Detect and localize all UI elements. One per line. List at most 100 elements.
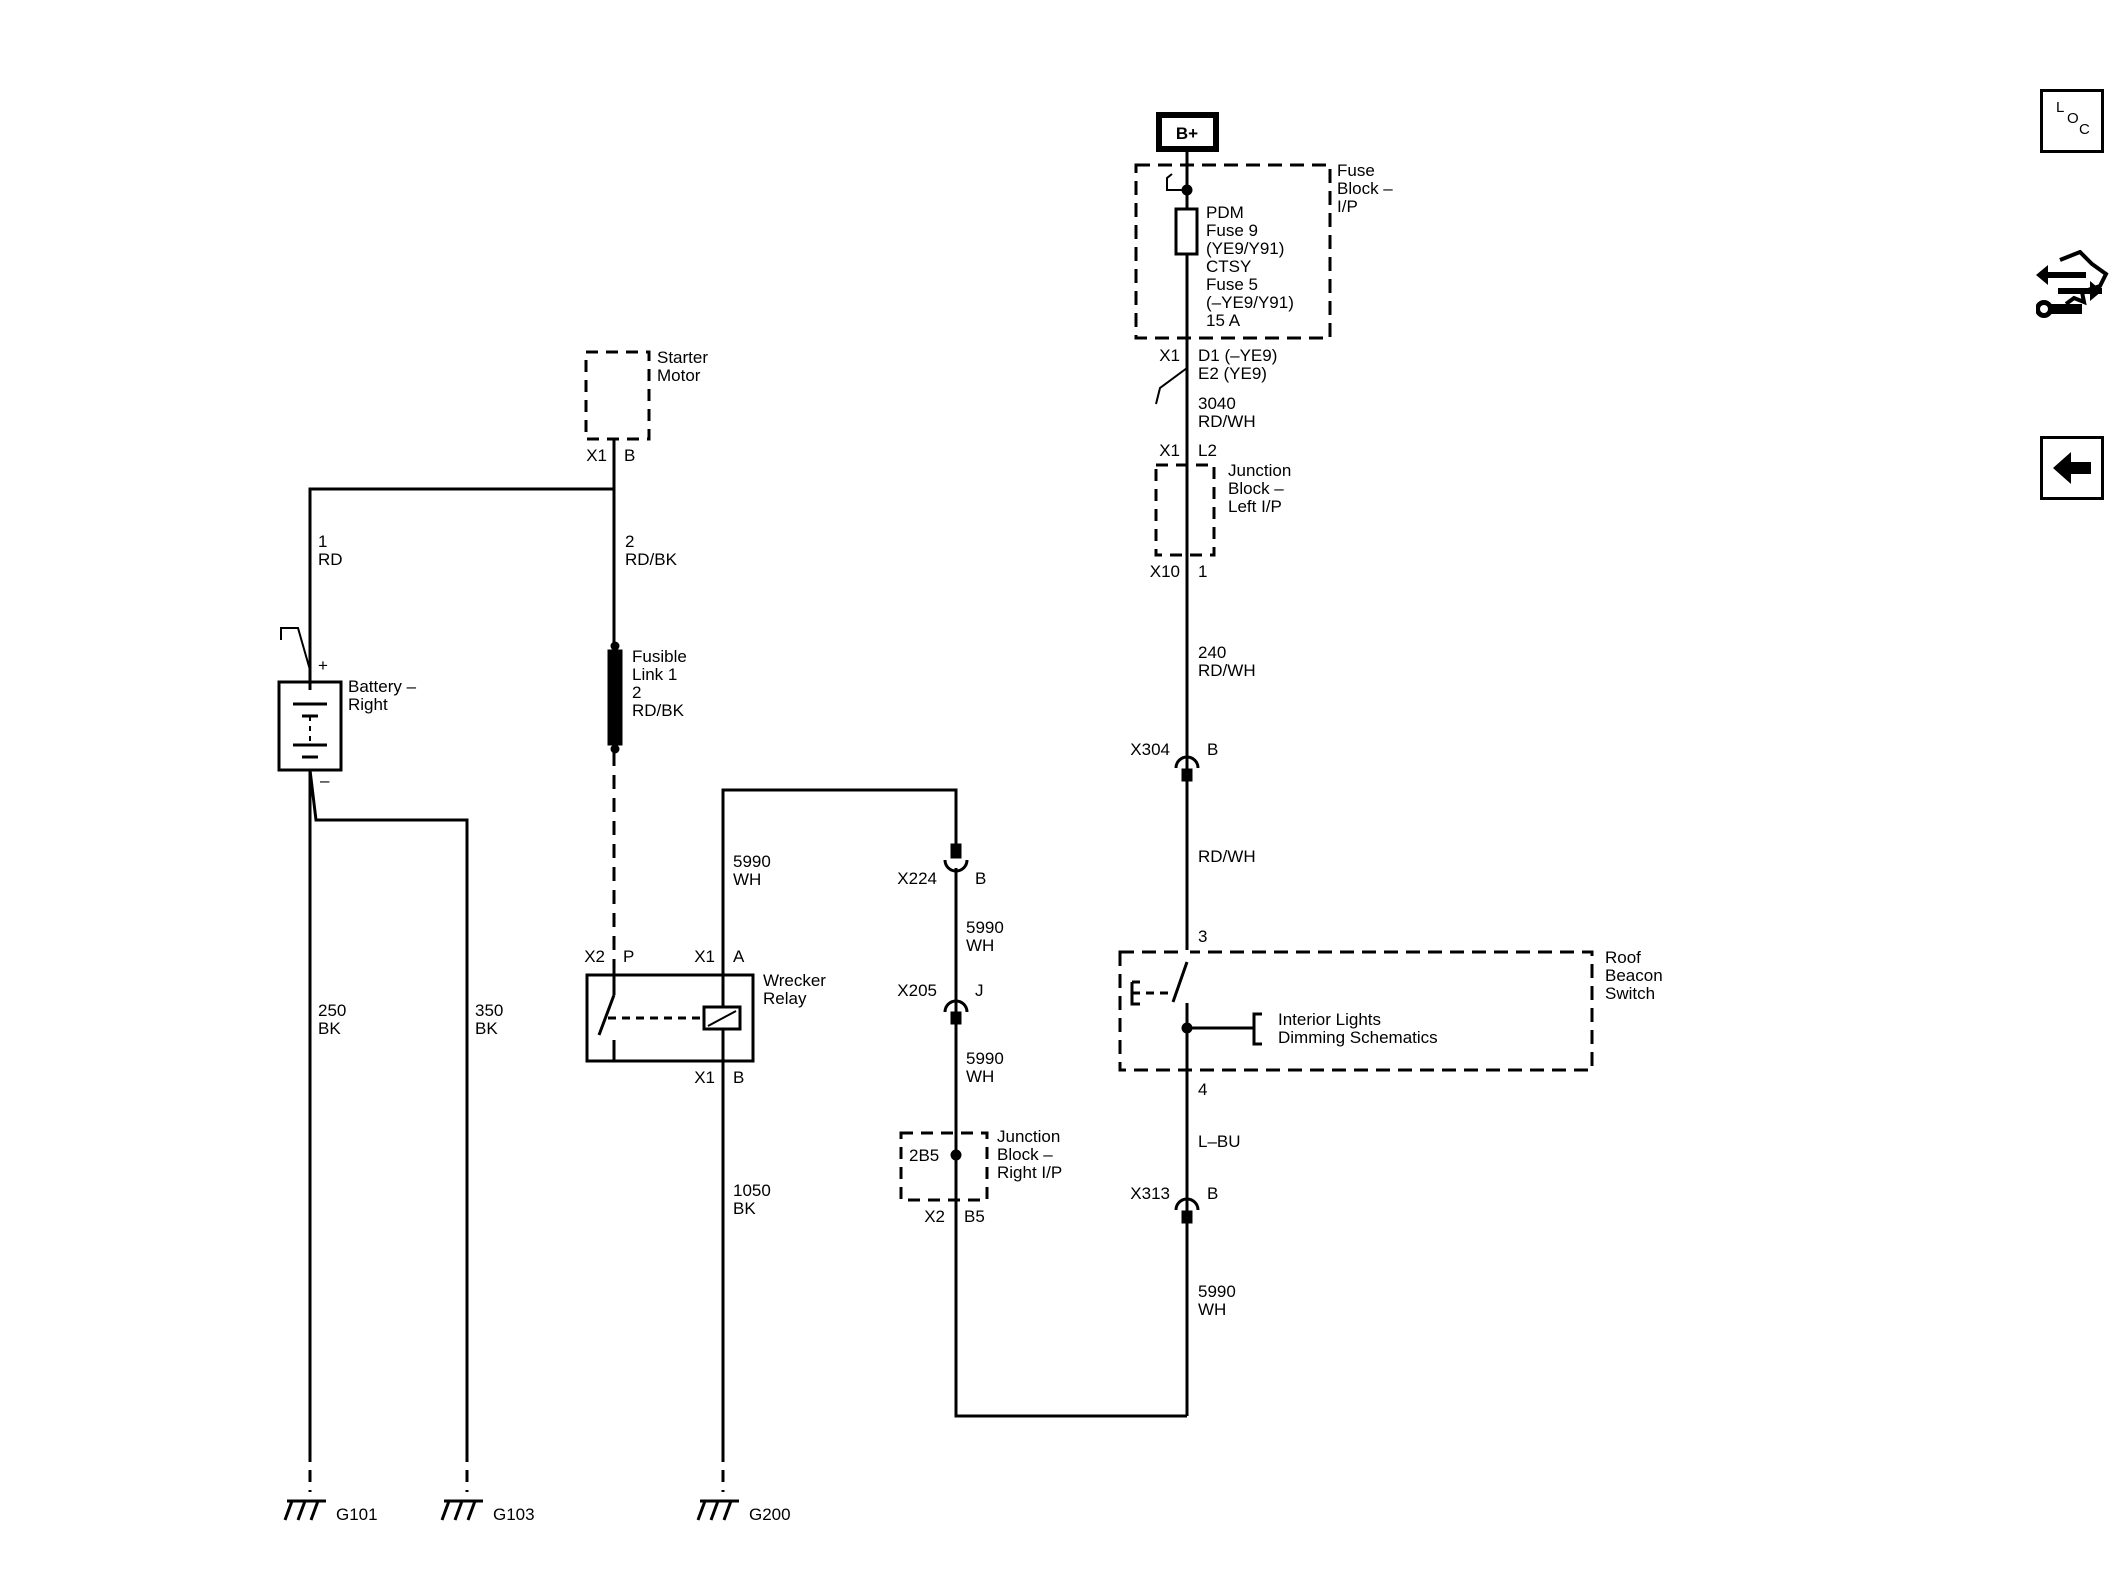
ground-g103: G103: [493, 1505, 535, 1524]
wire-1050-circuit: 1050: [733, 1181, 771, 1200]
x224-connector-cup: [943, 859, 969, 873]
wire-350-color: BK: [475, 1019, 498, 1038]
connector-symbols: [943, 184, 1200, 1224]
fusible-link-circuit: 2: [632, 683, 641, 702]
fuse-block-pin-1: D1 (–YE9): [1198, 346, 1277, 365]
jb-right-title-2: Block –: [997, 1145, 1053, 1164]
fuse-text-6: (–YE9/Y91): [1206, 293, 1294, 312]
jb-left-pin-top: L2: [1198, 441, 1217, 460]
roof-beacon-outline: [1118, 950, 1594, 1072]
connector-wrench-glyph: [2035, 249, 2109, 318]
relay-pin-p: P: [623, 947, 634, 966]
relay-title-1: Wrecker: [763, 971, 826, 990]
loc-icon[interactable]: L O C: [2040, 89, 2104, 153]
relay-title-2: Relay: [763, 989, 807, 1008]
wire-5990-b-color: WH: [966, 936, 994, 955]
battery-minus: –: [320, 771, 330, 790]
jb-right-inner: 2B5: [909, 1146, 939, 1165]
roof-beacon-title-1: Roof: [1605, 948, 1641, 967]
fuse-block-title-2: Block –: [1337, 179, 1393, 198]
jb-left-title-1: Junction: [1228, 461, 1291, 480]
ground-g200: G200: [749, 1505, 791, 1524]
labels: B+ Fuse Block – I/P PDM Fuse 9 (YE9/Y91)…: [318, 124, 1663, 1524]
starter-outline: [584, 350, 651, 441]
wire-1050-color: BK: [733, 1199, 756, 1218]
ground-g101: G101: [336, 1505, 378, 1524]
ground-icon: [440, 1499, 483, 1521]
wire-250-circuit: 250: [318, 1001, 346, 1020]
wire-1-color: RD: [318, 550, 343, 569]
starter-title-1: Starter: [657, 348, 708, 367]
x313-pin: B: [1207, 1184, 1218, 1203]
fuse-text-7: 15 A: [1206, 311, 1241, 330]
battery-title-1: Battery –: [348, 677, 417, 696]
relay-conn-p: X2: [584, 947, 605, 966]
fuse-block-outline: [1134, 163, 1332, 340]
interior-lights-link-1: Interior Lights: [1278, 1010, 1381, 1029]
x313-connector-cup: [1174, 1197, 1200, 1211]
wire-3040-circuit: 3040: [1198, 394, 1236, 413]
jb-right-connector: X2: [924, 1207, 945, 1226]
jb-right-outline: [899, 1131, 989, 1202]
jb-left-title-2: Block –: [1228, 479, 1284, 498]
jb-left-outline: [1154, 463, 1216, 557]
jb-left-title-3: Left I/P: [1228, 497, 1282, 516]
svg-text:L: L: [2056, 99, 2064, 116]
battery-plus: +: [318, 656, 328, 675]
wire-3040-color: RD/WH: [1198, 412, 1256, 431]
wire-5990-c-color: WH: [966, 1067, 994, 1086]
wire-1-circuit: 1: [318, 532, 327, 551]
ground-icon: [283, 1499, 326, 1521]
b-plus-label: B+: [1176, 124, 1198, 143]
roof-beacon-pin-top: 3: [1198, 927, 1207, 946]
fuse-text-5: Fuse 5: [1206, 275, 1258, 294]
wire-rdwh-color: RD/WH: [1198, 847, 1256, 866]
wire-240-circuit: 240: [1198, 643, 1226, 662]
x313-connector: X313: [1130, 1184, 1170, 1203]
wire-5990-c-circuit: 5990: [966, 1049, 1004, 1068]
wire-350-circuit: 350: [475, 1001, 503, 1020]
wire-5990-right-circuit: 5990: [1198, 1282, 1236, 1301]
x304-pin: B: [1207, 740, 1218, 759]
relay-pin-b: B: [733, 1068, 744, 1087]
roof-beacon-title-3: Switch: [1605, 984, 1655, 1003]
back-arrow-icon[interactable]: [2040, 436, 2104, 500]
starter-pin: B: [624, 446, 635, 465]
fuse-block-pin-2: E2 (YE9): [1198, 364, 1267, 383]
fuse-text-4: CTSY: [1206, 257, 1251, 276]
jb-left-pin-bottom: 1: [1198, 562, 1207, 581]
fuse-block-title-1: Fuse: [1337, 161, 1375, 180]
x205-connector-cup: [943, 999, 969, 1013]
fuse-symbol: [1174, 207, 1199, 256]
relay-conn-a: X1: [694, 947, 715, 966]
wire-5990-b-circuit: 5990: [966, 918, 1004, 937]
fusible-link-symbol: [607, 649, 623, 746]
jb-left-connector-bottom: X10: [1150, 562, 1180, 581]
interior-lights-link-2: Dimming Schematics: [1278, 1028, 1438, 1047]
x224-pin: B: [975, 869, 986, 888]
svg-text:O: O: [2067, 110, 2079, 127]
ground-symbols: [283, 1499, 739, 1521]
fuse-block-connector: X1: [1159, 346, 1180, 365]
jb-right-title-1: Junction: [997, 1127, 1060, 1146]
jb-right-title-3: Right I/P: [997, 1163, 1062, 1182]
roof-beacon-title-2: Beacon: [1605, 966, 1663, 985]
fuse-block-title-3: I/P: [1337, 197, 1358, 216]
wires: [277, 112, 1594, 1492]
wrecker-relay-box: [585, 973, 755, 1063]
x304-connector: X304: [1130, 740, 1170, 759]
back-arrow-glyph: [2053, 452, 2091, 484]
loc-glyph: L O C: [2056, 99, 2090, 138]
starter-connector: X1: [586, 446, 607, 465]
x205-pin: J: [975, 981, 984, 1000]
starter-title-2: Motor: [657, 366, 701, 385]
fusible-link-title-1: Fusible: [632, 647, 687, 666]
relay-conn-b: X1: [694, 1068, 715, 1087]
fusible-link-title-2: Link 1: [632, 665, 677, 684]
fusible-link-color: RD/BK: [632, 701, 685, 720]
connector-wrench-icon[interactable]: [2035, 249, 2110, 330]
wire-lbu-color: L–BU: [1198, 1132, 1241, 1151]
x224-connector: X224: [897, 869, 937, 888]
jb-right-pin: B5: [964, 1207, 985, 1226]
wire-2-color: RD/BK: [625, 550, 678, 569]
